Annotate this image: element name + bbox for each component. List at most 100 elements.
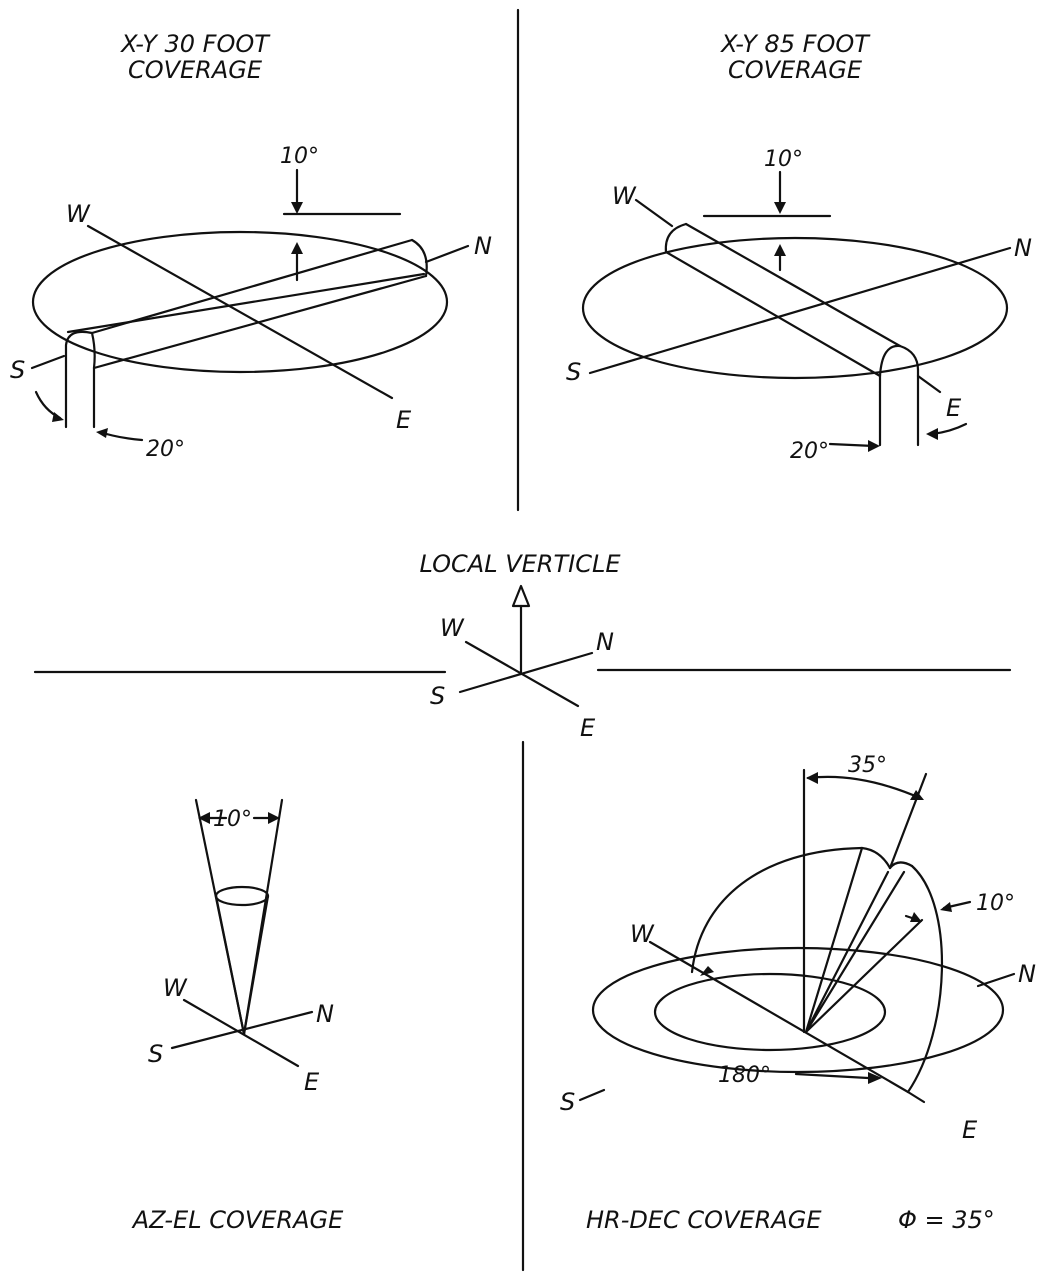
panel-xy85: X-Y 85 FOOT COVERAGE 10° 20° W N S E [566,30,1032,464]
panel-local-vertical: LOCAL VERTICLE W N S E [420,550,622,742]
hrdec-180deg-arrowhead-right [868,1072,882,1084]
panel-hr-dec: 35° 10° 180° W N S E HR-DEC COVERAGE Φ =… [560,753,1036,1234]
hrdec-dir-n: N [1018,960,1036,988]
xy85-dir-w: W [612,182,637,210]
xy30-beam-lower-left [92,274,428,370]
xy30-dir-n: N [474,232,492,260]
hrdec-s-tick [578,1088,606,1102]
azel-dir-n: N [316,1000,334,1028]
hrdec-polar-axis [888,772,928,870]
xy85-20deg-leader-left [828,442,876,448]
hrdec-we-axis [648,940,910,1094]
xy85-20deg-arrowhead-left [868,440,880,452]
xy85-beam-lower [664,250,882,378]
xy85-10deg-arrowhead-up [774,244,786,256]
xy85-dir-n: N [1014,234,1032,262]
hrdec-inner-ring [653,972,887,1052]
hrdec-35deg-arc [806,775,922,800]
azel-dir-w: W [163,974,188,1002]
hrdec-n-tick [976,972,1016,988]
xy85-ring [581,236,1009,380]
azel-cone-right [242,894,270,1036]
azel-we-axis [182,998,300,1068]
xy30-title-line2: COVERAGE [128,56,263,84]
azel-title: AZ-EL COVERAGE [131,1206,344,1234]
hrdec-beam-line-1 [804,846,864,1034]
xy85-dir-e: E [946,394,962,422]
xy30-dir-e: E [396,406,412,434]
xy85-w-tick [634,198,674,228]
azel-10deg-arrowhead-right [268,812,280,824]
xy85-sn-axis [588,246,1012,375]
xy30-beam-end-cap [410,238,428,278]
hrdec-angle-lat: 35° [848,753,887,778]
xy30-20deg-arrowhead [96,428,108,438]
center-title: LOCAL VERTICLE [420,550,622,578]
center-dir-w: W [440,614,465,642]
panel-xy30: X-Y 30 FOOT COVERAGE 10° 20° W N S E [10,30,492,462]
azel-dir-e: E [304,1068,320,1096]
center-dir-s: S [430,682,445,710]
azel-sn-axis [170,1010,314,1050]
azel-angle: 10° [213,807,252,832]
hrdec-angle-beam: 10° [976,891,1015,916]
xy85-10deg-arrowhead-down [774,202,786,214]
hrdec-e-tick [906,1090,926,1104]
xy30-angle-bottom: 20° [146,437,185,462]
xy30-s-tick [30,354,66,370]
xy85-beam-upper [684,222,902,348]
hrdec-beam-line-4 [804,918,924,1034]
quadrant-dividers [33,8,1012,1272]
azel-cone-left [214,894,246,1036]
xy85-title-line2: COVERAGE [728,56,863,84]
hrdec-dome-notch-left [860,846,892,870]
xy85-antenna-column [878,344,920,447]
xy30-rotate-arrowhead [52,412,64,422]
center-dir-n: N [596,628,614,656]
panel-az-el: 10° W N S E AZ-EL COVERAGE [131,798,344,1234]
xy30-antenna-column [64,330,96,429]
hrdec-title: HR-DEC COVERAGE [586,1206,822,1234]
xy85-beam-end-cap [664,222,688,254]
hrdec-dir-w: W [630,920,655,948]
azel-10deg-arrowhead-left [198,812,210,824]
hrdec-180deg-leader [794,1072,870,1080]
xy30-we-axis [86,224,394,400]
center-dir-e: E [580,714,596,742]
hrdec-dome-arc [690,846,864,974]
xy30-ring [31,230,449,374]
xy85-e-tick [916,374,942,394]
hrdec-angle-sweep: 180° [718,1063,771,1088]
xy30-title-line1: X-Y 30 FOOT [119,30,271,58]
hrdec-dir-e: E [962,1116,978,1144]
xy30-dir-w: W [66,200,91,228]
hrdec-beam-line-2 [804,870,890,1034]
xy85-20deg-arrowhead-right [926,428,938,440]
xy30-angle-top: 10° [280,144,319,169]
hrdec-dir-s: S [560,1088,575,1116]
center-sn-axis [458,651,594,694]
hrdec-phi: Φ = 35° [898,1206,995,1234]
xy30-n-tick [424,244,470,264]
hrdec-10deg-arrowhead [940,902,952,912]
center-vertical-arrowhead [511,584,531,608]
hrdec-dome-side [906,864,944,1094]
xy30-beam-mid [66,272,426,334]
hrdec-outer-ring [591,946,1005,1074]
hrdec-dome-notch-right [888,861,914,870]
xy30-beam-upper-left [90,238,414,335]
xy30-10deg-arrowhead-up [291,242,303,254]
azel-dir-s: S [148,1040,163,1068]
xy85-dir-s: S [566,358,581,386]
hrdec-35deg-arrowhead-right [910,790,924,800]
xy85-angle-bottom: 20° [790,439,829,464]
hrdec-beam-line-3 [804,870,906,1034]
hrdec-180deg-arrowhead-left [700,966,714,976]
xy85-angle-top: 10° [764,147,803,172]
xy30-10deg-arrowhead-down [291,202,303,214]
hrdec-35deg-arrowhead-left [806,772,818,784]
xy30-dir-s: S [10,356,25,384]
azel-cone-mouth [214,885,270,907]
xy85-title-line1: X-Y 85 FOOT [719,30,871,58]
